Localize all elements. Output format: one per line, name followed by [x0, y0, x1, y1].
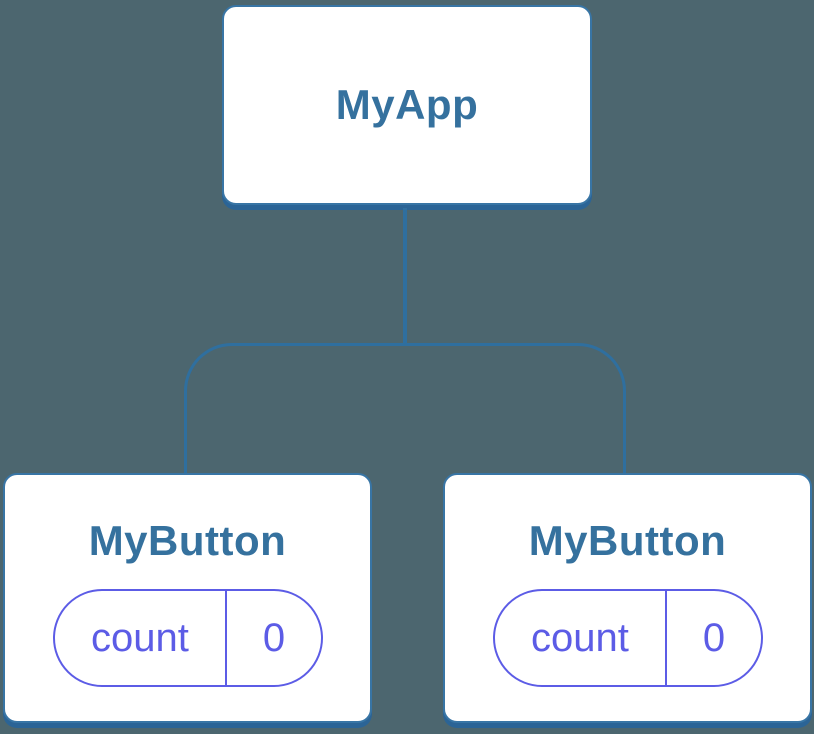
- component-name: MyButton: [88, 517, 287, 564]
- child-component-node-2: MyButton count 0: [443, 473, 812, 723]
- child-component-node-1: MyButton count 0: [3, 473, 372, 723]
- state-key-label: count: [55, 591, 228, 685]
- connector-stem-line: [403, 208, 407, 346]
- state-badge: count 0: [492, 589, 763, 687]
- state-value: 0: [702, 615, 726, 660]
- state-value: 0: [262, 615, 286, 660]
- connector-branch-line: [184, 343, 626, 473]
- component-name: MyButton: [528, 517, 727, 564]
- root-component-node: MyApp: [222, 5, 592, 205]
- component-name: MyApp: [335, 81, 479, 128]
- state-key-label: count: [495, 591, 668, 685]
- state-badge: count 0: [52, 589, 323, 687]
